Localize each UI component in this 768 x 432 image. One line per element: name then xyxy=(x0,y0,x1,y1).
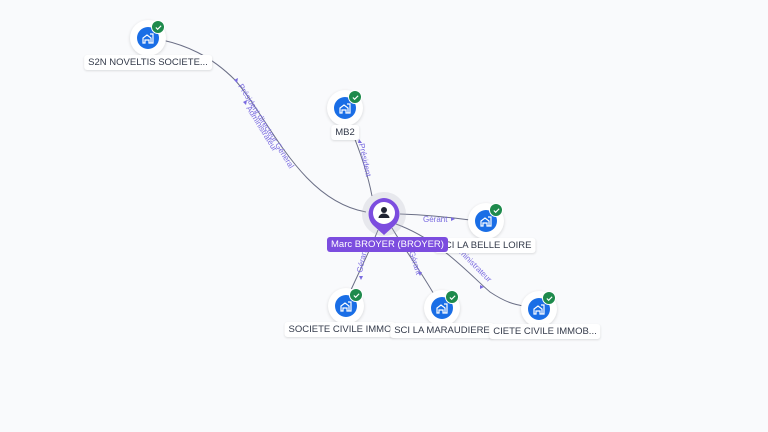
edge-label-mb2: Président xyxy=(357,143,373,179)
company-node-belle-loire[interactable] xyxy=(468,203,504,239)
edge-arrow xyxy=(418,272,422,276)
person-node[interactable] xyxy=(362,192,406,236)
company-node-maraudiere[interactable] xyxy=(424,290,460,326)
verified-check-icon xyxy=(445,290,459,304)
edge-arrow xyxy=(358,139,362,143)
company-node-sci-immo[interactable] xyxy=(328,288,364,324)
edge-belle-loire xyxy=(399,213,471,221)
verified-check-icon xyxy=(542,291,556,305)
edge-arrow xyxy=(451,217,455,221)
verified-check-icon xyxy=(348,90,362,104)
edge-arrow xyxy=(243,100,247,105)
company-node-civile-immob[interactable] xyxy=(521,291,557,327)
person-label[interactable]: Marc BROYER (BROYER) xyxy=(327,237,448,252)
edge-sci-immo xyxy=(349,229,379,293)
company-label-sci-immo[interactable]: SOCIETE CIVILE IMMO xyxy=(284,322,396,337)
verified-check-icon xyxy=(349,288,363,302)
edge-arrow xyxy=(234,78,238,83)
company-label-belle-loire[interactable]: SCI LA BELLE LOIRE xyxy=(434,238,536,253)
edge-arrow xyxy=(480,285,484,289)
company-label-mb2[interactable]: MB2 xyxy=(331,125,359,140)
company-label-civile-immob[interactable]: CIETE CIVILE IMMOB... xyxy=(489,324,601,339)
person-icon xyxy=(378,207,390,218)
company-label-maraudiere[interactable]: SCI LA MARAUDIERE xyxy=(390,323,494,338)
edge-s2n xyxy=(161,39,367,213)
edge-label-belle-loire: Gérant xyxy=(423,215,448,224)
verified-check-icon xyxy=(151,20,165,34)
person-marker xyxy=(368,198,400,235)
company-node-s2n[interactable] xyxy=(130,20,166,56)
verified-check-icon xyxy=(489,203,503,217)
edge-maraudiere xyxy=(391,227,436,297)
company-label-s2n[interactable]: S2N NOVELTIS SOCIETE... xyxy=(84,55,212,70)
company-node-mb2[interactable] xyxy=(327,90,363,126)
edge-arrow xyxy=(359,276,363,280)
